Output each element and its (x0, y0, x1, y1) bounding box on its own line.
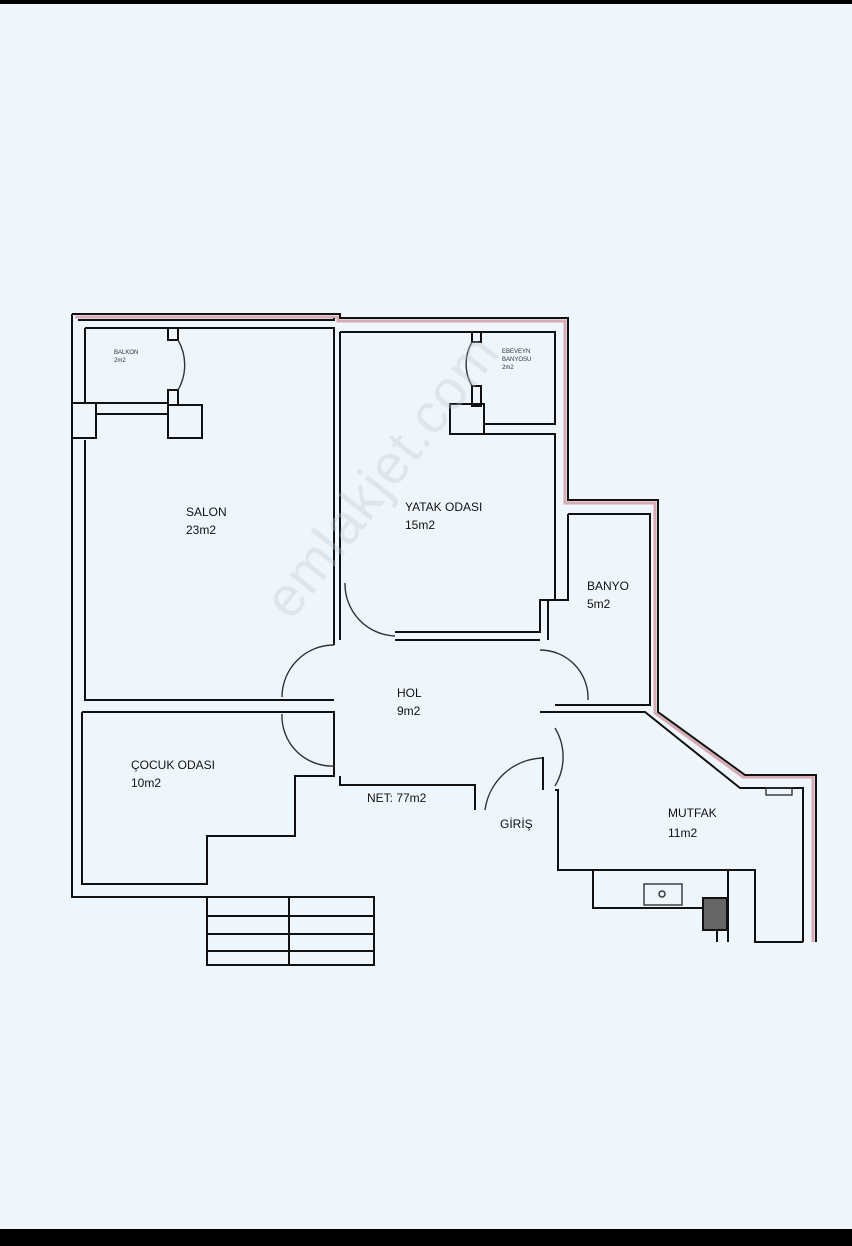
net-area-label: NET: 77m2 (367, 791, 427, 805)
entrance-label: GİRİŞ (500, 817, 533, 831)
room-name: MUTFAK (668, 806, 717, 820)
room-label-mutfak: MUTFAK 11m2 (668, 803, 717, 843)
room-name: ÇOCUK ODASI (131, 758, 216, 772)
room-name: BANYO (587, 579, 630, 593)
doors (177, 339, 589, 811)
room-area: 2m2 (502, 365, 514, 371)
room-name: EBEVEYN BANYOSU (502, 349, 532, 363)
room-name: BALKON (114, 350, 139, 356)
room-name: SALON (186, 505, 227, 519)
room-area: 15m2 (405, 518, 436, 532)
top-bar (0, 0, 852, 4)
room-label-ebeveyn-banyosu: EBEVEYN BANYOSU 2m2 (502, 348, 542, 372)
room-label-balkon: BALKON 2m2 (114, 349, 138, 365)
room-label-hol: HOL 9m2 (397, 684, 422, 720)
room-label-banyo: BANYO 5m2 (587, 577, 629, 613)
walls (71, 313, 817, 966)
bottom-bar (0, 1229, 852, 1246)
room-area: 23m2 (186, 523, 217, 537)
room-area: 10m2 (131, 776, 162, 790)
room-label-salon: SALON 23m2 (186, 503, 227, 539)
room-label-cocuk-odasi: ÇOCUK ODASI 10m2 (131, 756, 215, 792)
room-area: 11m2 (668, 826, 698, 840)
room-area: 5m2 (587, 597, 611, 611)
room-label-yatak-odasi: YATAK ODASI 15m2 (405, 498, 482, 534)
stairs (206, 896, 375, 966)
room-area: 9m2 (397, 704, 421, 718)
room-area: 2m2 (114, 358, 126, 364)
room-name: YATAK ODASI (405, 500, 483, 514)
room-name: HOL (397, 686, 422, 700)
